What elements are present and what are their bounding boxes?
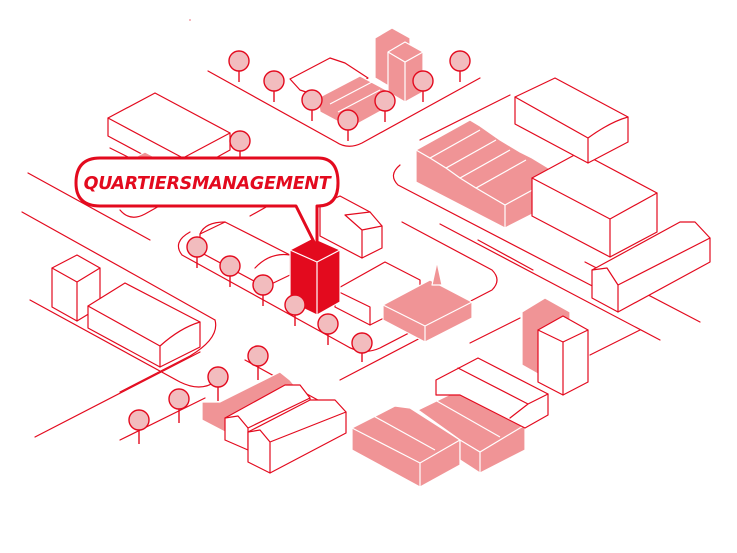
building-center-house [319, 195, 383, 259]
building-lower-white-hall [435, 357, 549, 429]
tree-icon [229, 130, 251, 160]
building-far-right-gable [591, 221, 711, 313]
building-top-row [289, 57, 393, 129]
building-sawtooth-factory [415, 119, 561, 229]
building-lower-gables [201, 371, 347, 474]
tree-icon [374, 90, 396, 122]
tree-icon [219, 255, 241, 287]
tree-icon [449, 50, 471, 82]
building-right-flat [531, 151, 658, 258]
trees [128, 50, 471, 444]
callout-bubble [74, 156, 340, 250]
tree-icon [412, 70, 434, 102]
tree-icon [317, 313, 339, 345]
tree-icon [228, 50, 250, 82]
tree-icon [252, 274, 274, 306]
tree-icon [284, 294, 306, 326]
tree-icon [186, 236, 208, 268]
tree-icon [263, 70, 285, 102]
building-right-vault [514, 77, 629, 164]
building-church [382, 261, 473, 343]
tree-icon [351, 332, 373, 362]
tree-icon [337, 109, 359, 141]
building-left-vault [87, 282, 201, 368]
building-center-vault [199, 221, 291, 288]
tree-icon [301, 89, 323, 121]
tree-icon [207, 366, 229, 401]
building-lower-towers [521, 297, 589, 396]
tree-icon [247, 345, 269, 380]
tree-icon [128, 409, 150, 444]
tree-icon [168, 388, 190, 423]
callout-label: QUARTIERSMANAGEMENT [83, 174, 331, 194]
